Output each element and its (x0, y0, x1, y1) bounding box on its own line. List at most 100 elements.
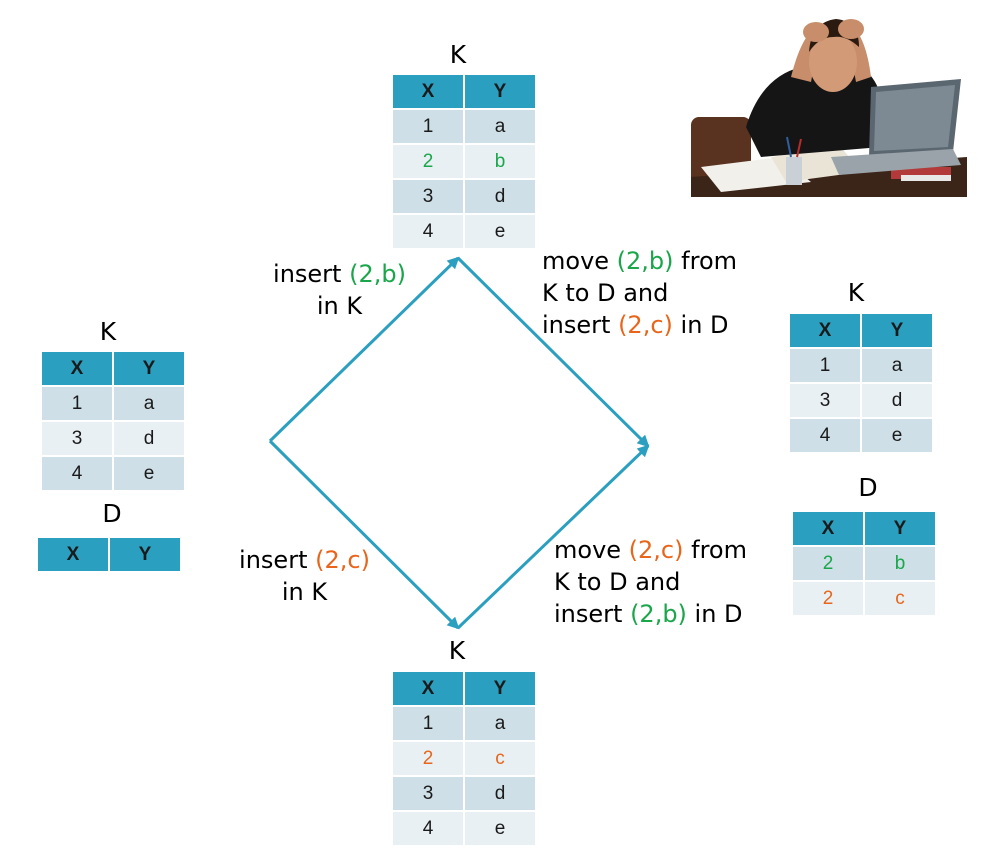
cell-x: 4 (393, 812, 465, 847)
column-header-x: X (38, 538, 110, 573)
column-header-y: Y (465, 75, 535, 110)
stressed-student-photo (691, 7, 967, 197)
table-row: 4 e (393, 215, 535, 250)
cell-y: e (465, 812, 535, 847)
cell-y: d (465, 777, 535, 812)
label-tuple-orange: (2,c) (315, 546, 370, 574)
table-row: 3 d (393, 777, 535, 812)
label-line: move (2,b) from (542, 245, 737, 277)
cell-y: a (862, 349, 932, 384)
top-k-title: K (449, 40, 467, 69)
cell-y: a (465, 707, 535, 742)
label-text: insert (239, 546, 316, 574)
label-line: insert (2,b) in D (554, 598, 747, 630)
column-header-x: X (393, 672, 465, 707)
table-row: 2 b (793, 547, 935, 582)
label-text: from (683, 536, 747, 564)
label-text: move (542, 247, 617, 275)
table-row: 1 a (393, 707, 535, 742)
cell-y: c (865, 582, 935, 617)
label-text: insert (542, 311, 619, 339)
label-text: insert (554, 600, 631, 628)
cell-y: b (465, 145, 535, 180)
arrow-bottom-to-right (456, 444, 650, 630)
label-insert-2b: insert (2,b) in K (262, 258, 417, 322)
label-tuple-green: (2,b) (630, 600, 687, 628)
top-k-table: X Y 1 a 2 b 3 d 4 e (393, 75, 535, 250)
cell-y: a (465, 110, 535, 145)
cell-y: a (114, 387, 184, 422)
cell-x: 3 (393, 777, 465, 812)
label-text: move (554, 536, 629, 564)
label-move-2c: move (2,c) from K to D and insert (2,b) … (554, 534, 747, 630)
right-k-title: K (847, 278, 865, 307)
column-header-x: X (393, 75, 465, 110)
cell-y: e (862, 419, 932, 454)
table-row: 3 d (393, 180, 535, 215)
table-row-inserted: 2 c (393, 742, 535, 777)
cell-y: b (865, 547, 935, 582)
table-row: 1 a (393, 110, 535, 145)
cell-x: 2 (793, 547, 865, 582)
table-row: 4 e (42, 457, 184, 492)
table-header-row: X Y (393, 672, 535, 707)
cell-x: 1 (393, 707, 465, 742)
column-header-y: Y (465, 672, 535, 707)
label-text: insert (273, 260, 350, 288)
column-header-y: Y (865, 512, 935, 547)
label-line: insert (2,b) (262, 258, 417, 290)
table-row: 3 d (42, 422, 184, 457)
cell-x: 2 (793, 582, 865, 617)
cell-x: 1 (42, 387, 114, 422)
table-row: 2 c (793, 582, 935, 617)
right-d-table: X Y 2 b 2 c (793, 512, 935, 617)
label-move-2b: move (2,b) from K to D and insert (2,c) … (542, 245, 737, 341)
cell-x: 3 (393, 180, 465, 215)
table-header-row: X Y (42, 352, 184, 387)
column-header-y: Y (110, 538, 180, 573)
cell-y: e (465, 215, 535, 250)
cell-x: 4 (393, 215, 465, 250)
bottom-k-table: X Y 1 a 2 c 3 d 4 e (393, 672, 535, 847)
label-tuple-orange: (2,c) (628, 536, 684, 564)
table-row: 4 e (790, 419, 932, 454)
table-row: 4 e (393, 812, 535, 847)
left-k-title: K (99, 317, 117, 346)
table-header-row: X Y (38, 538, 180, 573)
cell-x: 4 (790, 419, 862, 454)
column-header-x: X (790, 314, 862, 349)
label-tuple-green: (2,b) (349, 260, 406, 288)
cell-y: d (862, 384, 932, 419)
table-row: 1 a (790, 349, 932, 384)
label-text: from (673, 247, 738, 275)
arrow-left-to-top (268, 256, 460, 443)
column-header-x: X (793, 512, 865, 547)
cell-x: 2 (393, 742, 465, 777)
label-line: K to D and (554, 568, 681, 596)
label-line: insert (2,c) (227, 544, 382, 576)
table-header-row: X Y (393, 75, 535, 110)
label-line: in K (281, 578, 328, 606)
cell-y: e (114, 457, 184, 492)
table-row: 1 a (42, 387, 184, 422)
cell-x: 2 (393, 145, 465, 180)
column-header-x: X (42, 352, 114, 387)
cell-x: 1 (790, 349, 862, 384)
table-row-inserted: 2 b (393, 145, 535, 180)
table-row: 3 d (790, 384, 932, 419)
label-insert-2c: insert (2,c) in K (227, 544, 382, 608)
cell-x: 3 (42, 422, 114, 457)
label-text: in D (672, 311, 729, 339)
left-d-title: D (102, 499, 122, 528)
left-k-table: X Y 1 a 3 d 4 e (42, 352, 184, 492)
cell-x: 4 (42, 457, 114, 492)
cell-x: 1 (393, 110, 465, 145)
cell-y: d (465, 180, 535, 215)
bottom-k-title: K (448, 636, 466, 665)
label-tuple-orange: (2,c) (618, 311, 673, 339)
cell-x: 3 (790, 384, 862, 419)
arrow-left-to-bottom (268, 439, 460, 630)
right-k-table: X Y 1 a 3 d 4 e (790, 314, 932, 454)
label-text: in D (686, 600, 743, 628)
